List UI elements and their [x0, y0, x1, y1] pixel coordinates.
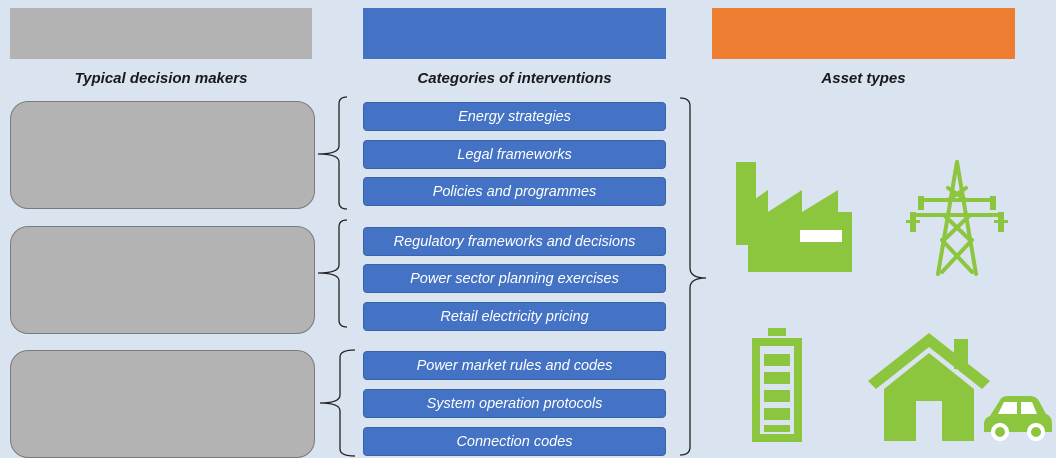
electric-car-icon: [984, 396, 1052, 441]
intervention-policies-programmes: Policies and programmes: [363, 177, 666, 206]
intervention-power-sector-planning: Power sector planning exercises: [363, 264, 666, 293]
assets-header-bar: [712, 8, 1015, 59]
assets-title: Asset types: [821, 70, 906, 87]
intervention-market-rules: Power market rules and codes: [363, 351, 666, 380]
brace-group-1: [317, 96, 348, 210]
intervention-retail-pricing: Retail electricity pricing: [363, 302, 666, 331]
brace-group-3: [319, 349, 356, 457]
decision-maker-box-2: [10, 226, 315, 334]
intervention-legal-frameworks: Legal frameworks: [363, 140, 666, 169]
transmission-tower-icon: [906, 160, 1008, 276]
interventions-title: Categories of interventions: [417, 70, 612, 87]
decision-makers-title: Typical decision makers: [74, 70, 248, 87]
decision-maker-box-3: [10, 350, 315, 458]
house-icon: [868, 333, 990, 441]
intervention-connection-codes: Connection codes: [363, 427, 666, 456]
brace-group-2: [317, 219, 348, 328]
interventions-header-bar: [363, 8, 666, 59]
brace-assets: [679, 97, 707, 456]
intervention-energy-strategies: Energy strategies: [363, 102, 666, 131]
decision-makers-header-bar: [10, 8, 312, 59]
factory-icon: [736, 162, 852, 272]
battery-icon: [752, 328, 802, 442]
intervention-system-operation: System operation protocols: [363, 389, 666, 418]
decision-maker-box-1: [10, 101, 315, 209]
intervention-regulatory-frameworks: Regulatory frameworks and decisions: [363, 227, 666, 256]
